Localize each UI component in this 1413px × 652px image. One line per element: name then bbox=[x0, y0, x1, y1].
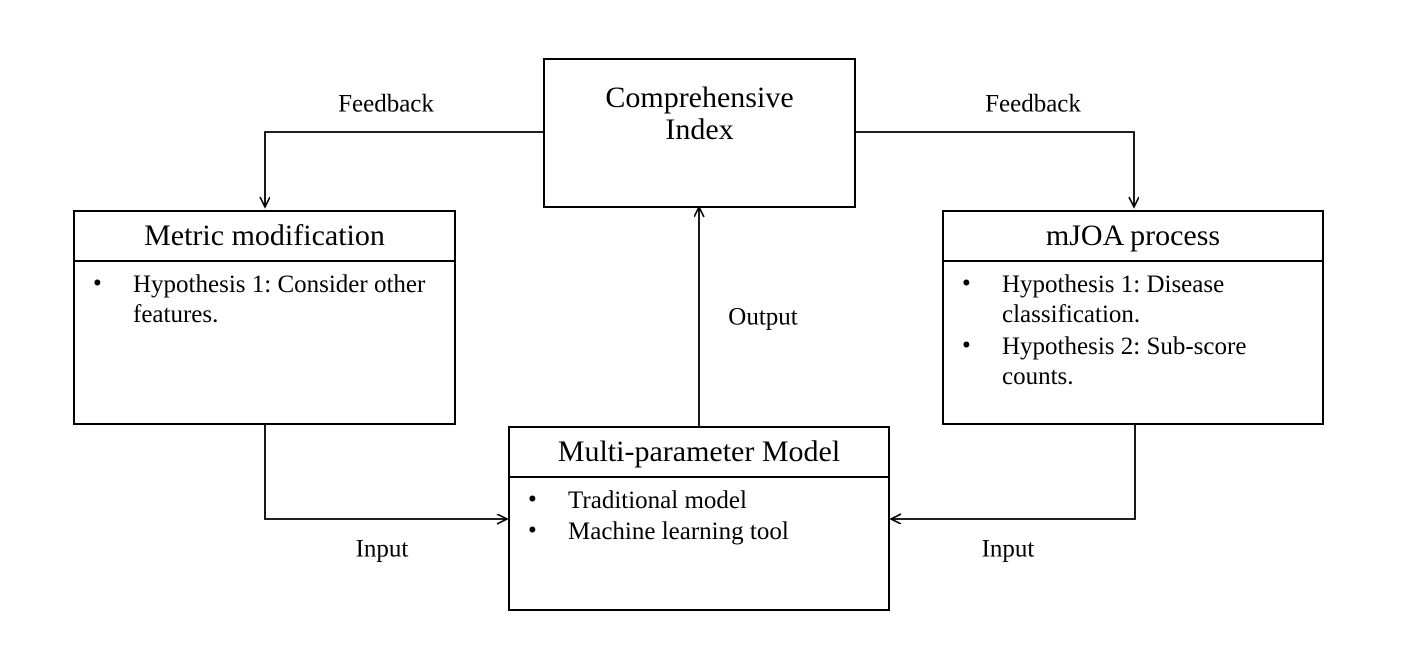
edge-label-feedback-left: Feedback bbox=[338, 90, 434, 118]
node-multi-parameter-model-title: Multi-parameter Model bbox=[510, 428, 888, 478]
node-mjoa-process[interactable]: mJOA process Hypothesis 1: Disease class… bbox=[942, 210, 1324, 425]
list-item: Hypothesis 1: Consider other features. bbox=[85, 269, 444, 331]
node-mjoa-process-title: mJOA process bbox=[944, 212, 1322, 262]
list-item: Traditional model bbox=[520, 485, 878, 517]
edge-label-feedback-right: Feedback bbox=[985, 90, 1081, 118]
node-mjoa-process-body: Hypothesis 1: Disease classification. Hy… bbox=[944, 262, 1322, 424]
node-multi-parameter-model[interactable]: Multi-parameter Model Traditional model … bbox=[508, 426, 890, 611]
bullet-list: Hypothesis 1: Consider other features. bbox=[85, 269, 444, 331]
bullet-list: Traditional model Machine learning tool bbox=[520, 485, 878, 548]
edge-label-output-center: Output bbox=[728, 303, 798, 331]
node-metric-modification-body: Hypothesis 1: Consider other features. bbox=[75, 262, 454, 424]
list-item: Machine learning tool bbox=[520, 516, 878, 548]
node-multi-parameter-model-body: Traditional model Machine learning tool bbox=[510, 478, 888, 610]
list-item: Hypothesis 2: Sub-score counts. bbox=[954, 331, 1312, 393]
node-metric-modification-title: Metric modification bbox=[75, 212, 454, 262]
node-comprehensive-index-title: Comprehensive Index bbox=[605, 81, 794, 146]
bullet-list: Hypothesis 1: Disease classification. Hy… bbox=[954, 269, 1312, 393]
connector-feedback-right bbox=[856, 131, 1134, 207]
node-comprehensive-index[interactable]: Comprehensive Index bbox=[543, 58, 856, 208]
node-metric-modification[interactable]: Metric modification Hypothesis 1: Consid… bbox=[73, 210, 456, 425]
list-item: Hypothesis 1: Disease classification. bbox=[954, 269, 1312, 331]
edge-label-input-right: Input bbox=[981, 535, 1035, 563]
connector-input-right bbox=[891, 425, 1136, 519]
connector-input-left bbox=[264, 425, 507, 519]
connector-feedback-left bbox=[265, 131, 543, 207]
edge-label-input-left: Input bbox=[355, 535, 409, 563]
